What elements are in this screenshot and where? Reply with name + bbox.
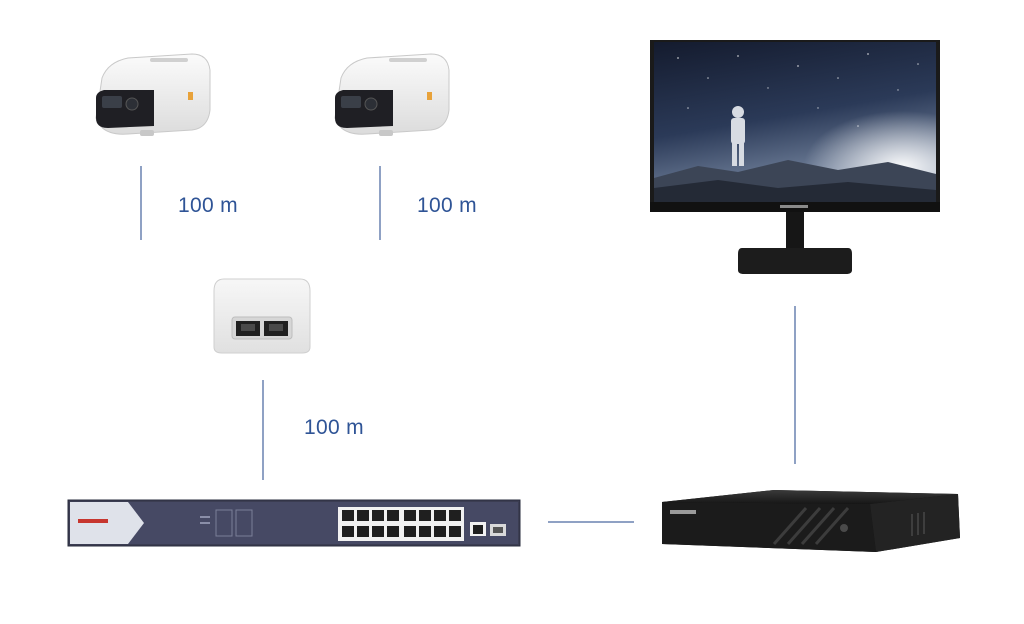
monitor [650,40,940,274]
poe-extender [213,278,311,354]
ip-camera-2 [334,53,450,136]
camera-2-cable [379,166,381,240]
camera-2-cable-length: 100 m [417,194,477,217]
ip-camera-1 [95,53,211,136]
nvr-recorder [662,490,960,552]
camera-1-cable [140,166,142,240]
nvr-to-monitor-cable [794,306,796,464]
switch-to-nvr-cable [548,521,634,523]
extender-cable [262,380,264,480]
camera-1-cable-length: 100 m [178,194,238,217]
extender-cable-length: 100 m [304,416,364,439]
poe-switch [67,499,521,547]
